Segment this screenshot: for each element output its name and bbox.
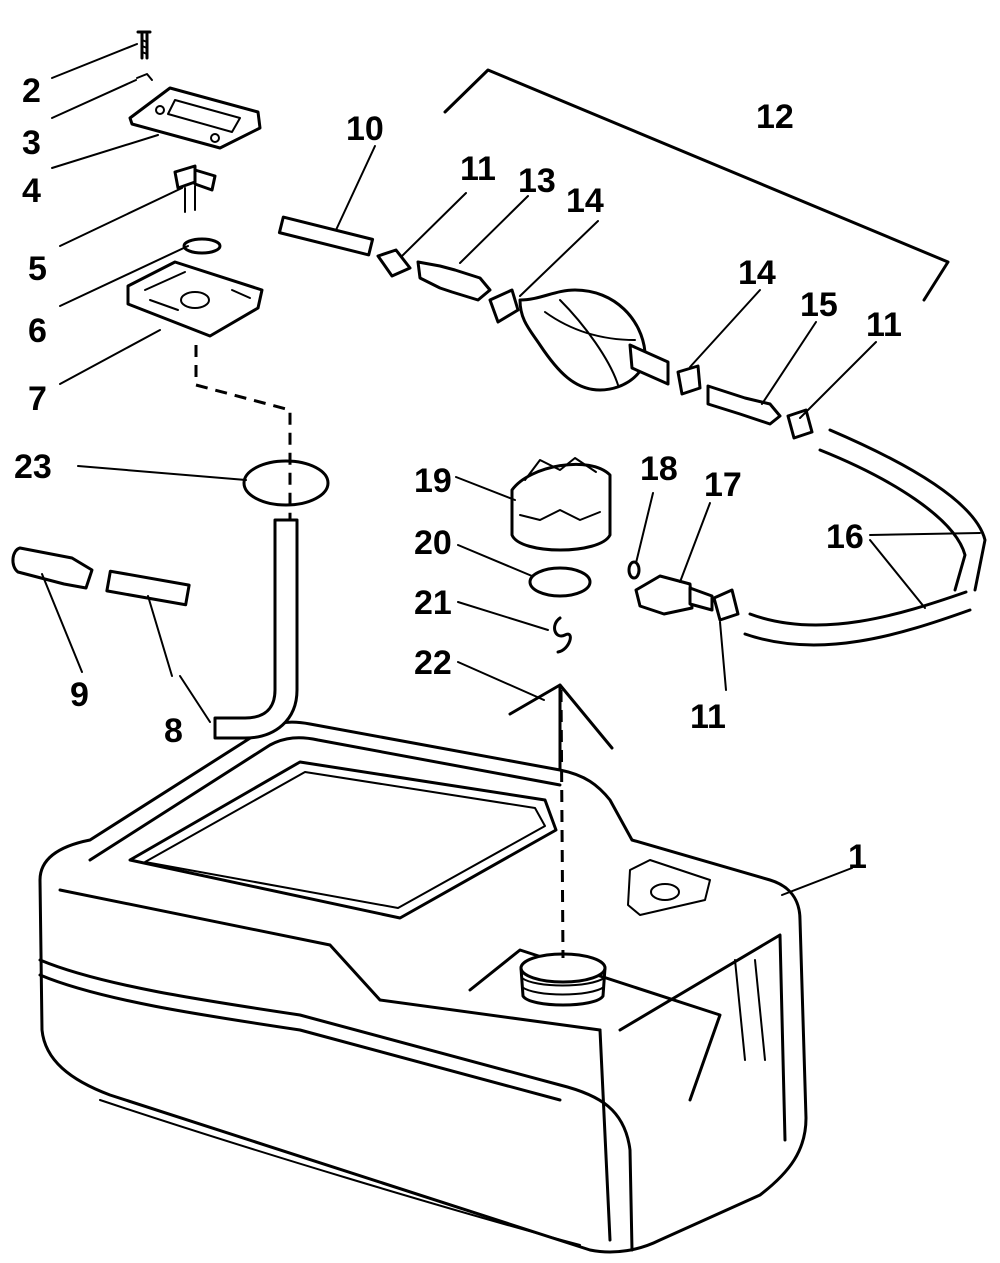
hose-clamp-2-part bbox=[676, 364, 702, 396]
callout-16: 16 bbox=[826, 518, 864, 556]
fitting-part bbox=[634, 574, 714, 616]
callout-11b: 11 bbox=[866, 306, 902, 344]
o-ring-part bbox=[182, 237, 222, 255]
clamp-2-part bbox=[786, 408, 814, 440]
lock-washer-part bbox=[136, 73, 153, 81]
elbow-fitting-part bbox=[173, 164, 217, 213]
callout-3: 3 bbox=[22, 124, 41, 162]
callout-19: 19 bbox=[414, 462, 452, 500]
clamp-part bbox=[376, 248, 412, 278]
clamp-3-part bbox=[712, 588, 740, 622]
callout-21: 21 bbox=[414, 584, 452, 622]
fuel-cap-part bbox=[510, 457, 612, 552]
hose-clamp-part bbox=[488, 288, 520, 324]
fuel-line-hose bbox=[743, 428, 987, 647]
bracket-line bbox=[443, 68, 950, 302]
cap-assembly bbox=[508, 457, 740, 959]
fuel-tank bbox=[38, 720, 808, 1254]
callout-1: 1 bbox=[848, 838, 867, 876]
callout-20: 20 bbox=[414, 524, 452, 562]
gasket-part bbox=[242, 459, 330, 507]
callout-12: 12 bbox=[756, 98, 794, 136]
callout-9: 9 bbox=[70, 676, 89, 714]
leader-lines bbox=[41, 43, 981, 896]
callout-23: 23 bbox=[14, 448, 52, 486]
filter-part bbox=[11, 546, 94, 590]
tube-segment-part bbox=[105, 569, 191, 607]
callout-2: 2 bbox=[22, 72, 41, 110]
connector-2-part bbox=[706, 384, 782, 426]
callout-13: 13 bbox=[518, 162, 556, 200]
callout-14b: 14 bbox=[738, 254, 776, 292]
callout-8: 8 bbox=[164, 712, 183, 750]
callout-15: 15 bbox=[800, 286, 838, 324]
callout-17: 17 bbox=[704, 466, 742, 504]
callout-7: 7 bbox=[28, 380, 47, 418]
callout-6: 6 bbox=[28, 312, 47, 350]
filler-neck bbox=[519, 952, 607, 1007]
callout-5: 5 bbox=[28, 250, 47, 288]
callout-11c: 11 bbox=[690, 698, 726, 736]
callout-4: 4 bbox=[22, 172, 41, 210]
screw-part bbox=[136, 30, 152, 60]
callout-11a: 11 bbox=[460, 150, 496, 188]
pickup-base-part bbox=[126, 260, 264, 338]
primer-bulb-assembly bbox=[277, 68, 950, 440]
cap-gasket-part bbox=[528, 566, 592, 598]
retainer-plate-part bbox=[128, 86, 262, 150]
connector-part bbox=[416, 260, 492, 302]
primer-bulb-part bbox=[518, 288, 670, 392]
o-ring-2-part bbox=[627, 560, 641, 580]
callout-22: 22 bbox=[414, 644, 452, 682]
hose-part bbox=[277, 215, 375, 257]
callout-labels: 1 2 3 4 5 6 7 8 9 10 11 11 11 12 13 14 1… bbox=[14, 72, 902, 876]
callout-14a: 14 bbox=[566, 182, 604, 220]
callout-10: 10 bbox=[346, 110, 384, 148]
pickup-assembly bbox=[11, 30, 330, 740]
callout-18: 18 bbox=[640, 450, 678, 488]
pickup-tube-part bbox=[213, 518, 299, 740]
s-hook-part bbox=[553, 616, 572, 654]
